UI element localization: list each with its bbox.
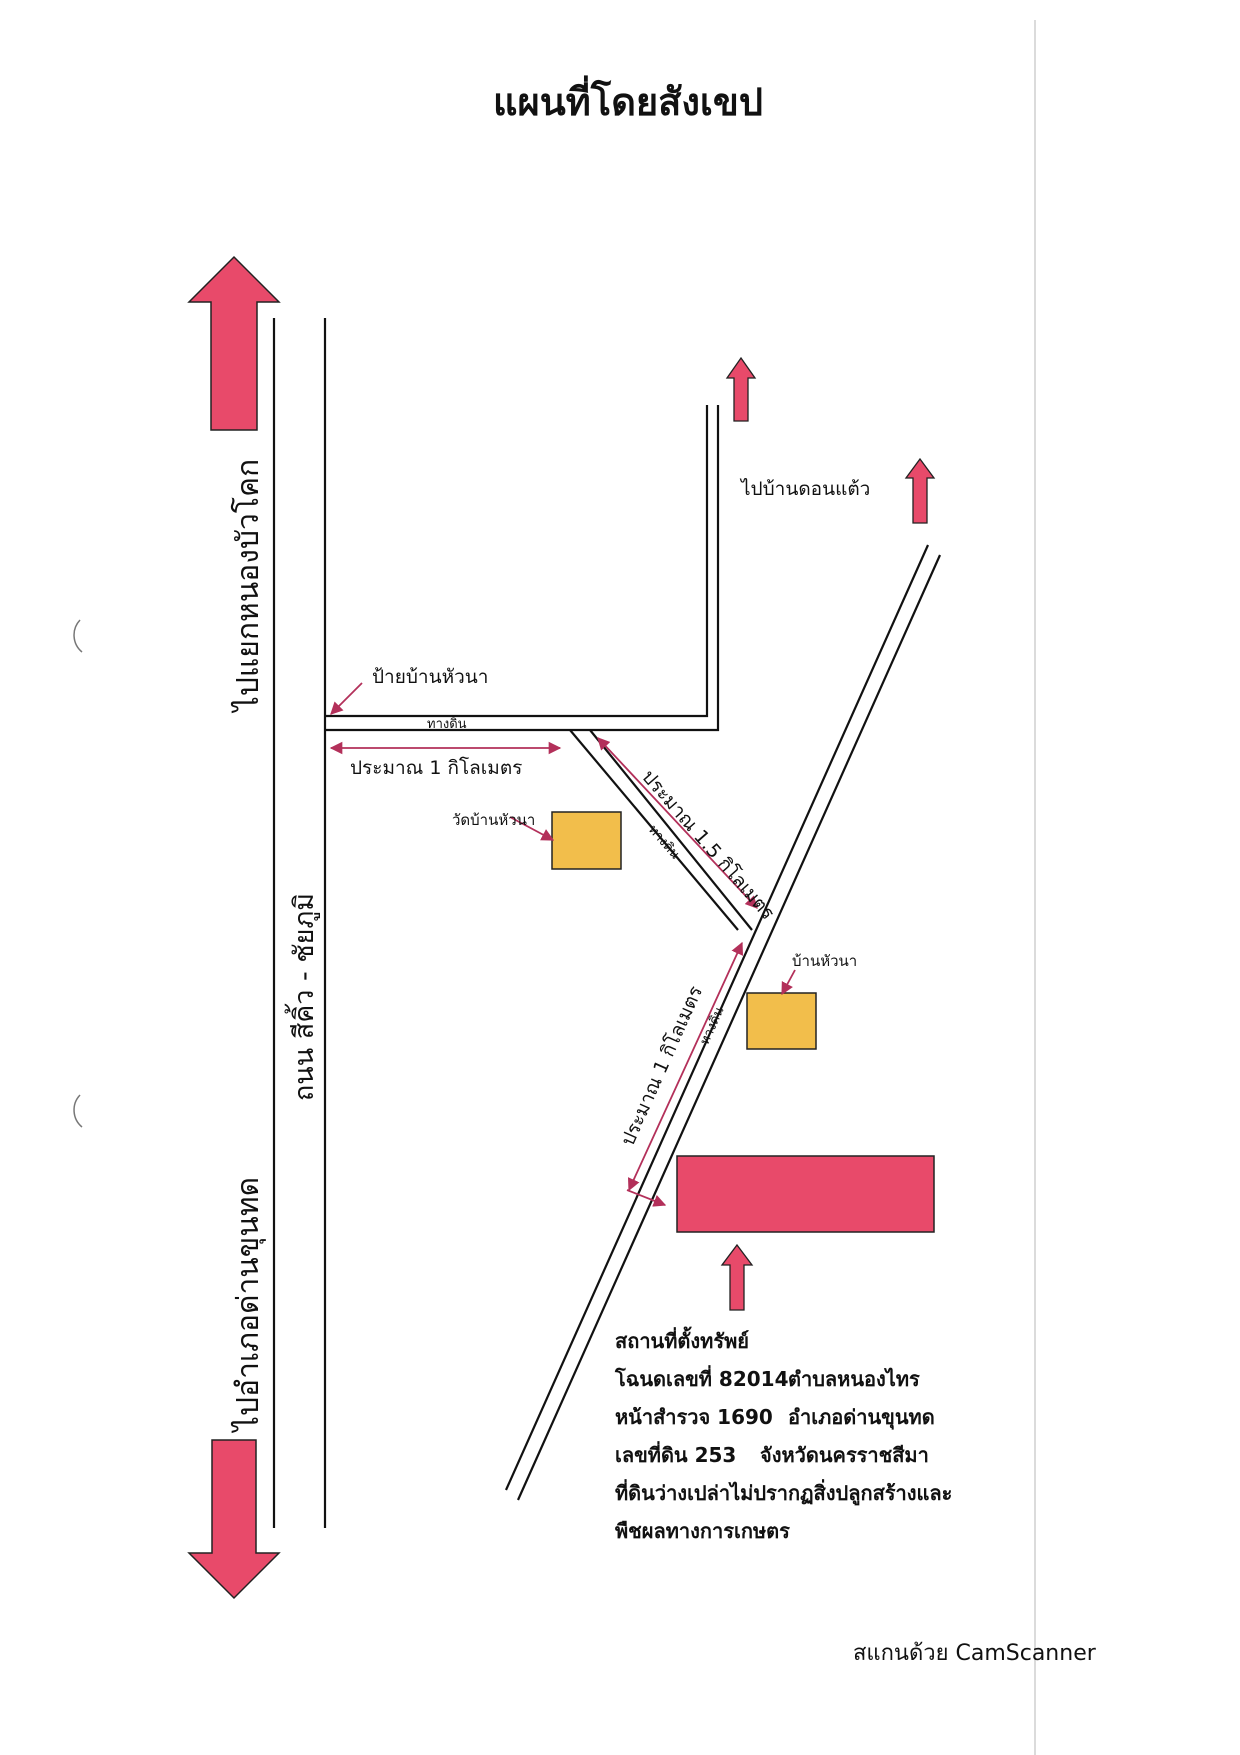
land-number: เลขที่ดิน 253 [615, 1440, 736, 1467]
binder-hole-mark [73, 1094, 83, 1128]
village-building [746, 992, 817, 1050]
dirt-road-label: ทางดิน [427, 717, 467, 732]
temple-pointer-arrow [509, 816, 555, 841]
distance-arrow-diagonal [597, 737, 758, 909]
direction-north-label: ไปแยกหนองบัวโคก [230, 459, 266, 713]
property-note-line-2: พืชผลทางการเกษตร [615, 1519, 790, 1543]
north-arrow-icon [187, 255, 281, 431]
scanner-watermark: สแกนด้วย CamScanner [853, 1641, 1097, 1666]
dirt-road-diagonal-label: ทางดิน [645, 822, 682, 862]
up-arrow-icon [904, 457, 936, 524]
survey-page: หน้าสำรวจ 1690 [615, 1405, 773, 1429]
property-block [676, 1155, 935, 1233]
distance-arrow-main-road [627, 941, 744, 1192]
up-arrow-icon [720, 1243, 754, 1311]
up-arrow-icon [725, 356, 757, 422]
district: อำเภอด่านขุนทด [788, 1405, 935, 1430]
binder-hole-mark [73, 619, 83, 653]
south-arrow-icon [187, 1439, 281, 1600]
map-title: แผนที่โดยสังเขป [493, 75, 763, 124]
village-sign-label: ป้ายบ้านหัวนา [372, 666, 488, 688]
temple-building [551, 811, 622, 870]
temple-label: วัดบ้านหัวนา [452, 811, 535, 829]
province: จังหวัดนครราชสีมา [760, 1443, 929, 1467]
village-pointer-arrow [781, 969, 796, 996]
direction-northeast-label: ไปบ้านดอนแต้ว [739, 478, 870, 500]
village-label: บ้านหัวนา [792, 952, 857, 970]
subdistrict: ตำบลหนองไทร [788, 1367, 920, 1391]
distance-main-road-label: ประมาณ 1 กิโลเมตร [616, 982, 707, 1149]
property-pointer-arrow [626, 1189, 667, 1207]
property-heading: สถานที่ตั้งทรัพย์ [615, 1326, 749, 1353]
direction-south-label: ไปอำเภอด่านขุนทด [230, 1177, 267, 1433]
distance-horizontal-label: ประมาณ 1 กิโลเมตร [350, 756, 522, 779]
sign-pointer-arrow [330, 682, 363, 715]
property-info: สถานที่ตั้งทรัพย์ โฉนดเลขที่ 82014 ตำบลห… [614, 1326, 952, 1543]
property-note-line-1: ที่ดินว่างเปล่าไม่ปรากฏสิ่งปลูกสร้างและ [615, 1478, 952, 1507]
highway-name-label: ถนน สีคิ้ว - ชัยภูมิ [284, 893, 320, 1101]
highway [272, 318, 327, 1528]
deed-number: โฉนดเลขที่ 82014 [614, 1364, 789, 1391]
